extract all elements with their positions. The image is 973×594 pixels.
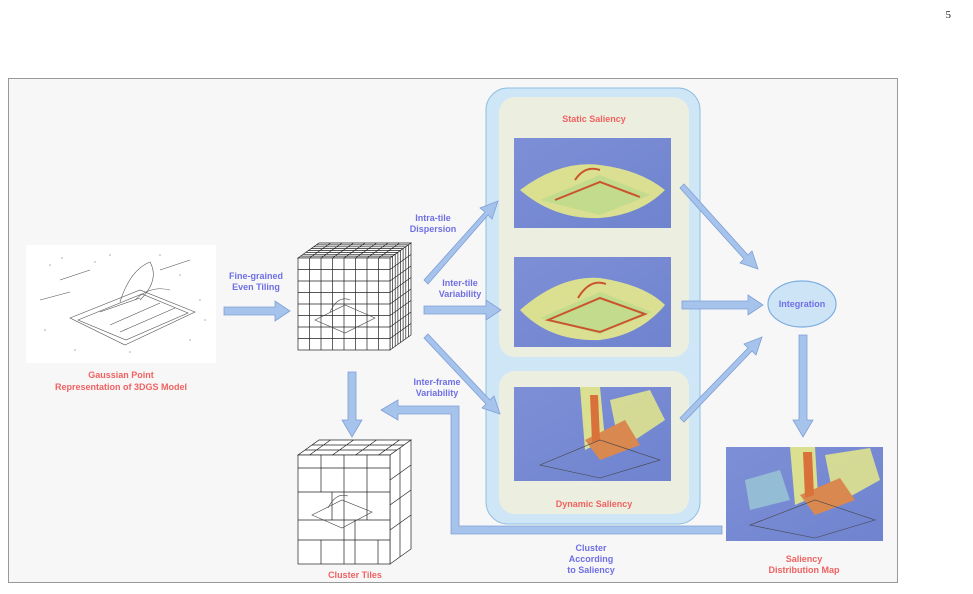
static-heatmap-2: [514, 257, 671, 347]
arrow-to-cluster-tiles: [341, 371, 363, 438]
static-heatmap-1: [514, 138, 671, 228]
label-distribution-map: Distribution Map: [769, 565, 840, 575]
arrow-tiling: [223, 300, 291, 322]
label-dispersion: Dispersion: [410, 224, 457, 234]
label-according: According: [569, 554, 614, 564]
arrow-intra-tile: [423, 200, 499, 285]
cube-side-grid: [389, 244, 412, 349]
tiled-cube: [296, 242, 413, 351]
arrow-inter-frame: [423, 333, 501, 415]
label-cluster: Cluster: [575, 543, 607, 553]
label-saliency: Saliency: [786, 554, 823, 564]
label-representation: Representation of 3DGS Model: [55, 382, 187, 392]
arrow-static1-to-integration: [679, 183, 759, 270]
label-inter-frame: Inter-frame: [413, 377, 460, 387]
label-inter-tile: Inter-tile: [442, 278, 478, 288]
integration-node: [767, 280, 837, 328]
cube-top-grid: [300, 242, 409, 259]
arrow-integration-to-map: [792, 334, 814, 438]
gaussian-point-cloud-image: [26, 245, 216, 363]
arrow-cluster-feedback: [380, 399, 723, 535]
saliency-distribution-map: [726, 447, 883, 541]
label-inter-frame-variability: Variability: [416, 388, 459, 398]
cluster-tiles-cube: [296, 439, 413, 565]
label-gaussian-point: Gaussian Point: [88, 370, 154, 380]
label-to-saliency: to Saliency: [567, 565, 615, 575]
label-inter-tile-variability: Variability: [439, 289, 482, 299]
arrow-inter-tile: [423, 299, 502, 321]
cube-front-grid: [298, 258, 390, 350]
label-static-saliency: Static Saliency: [562, 114, 626, 124]
arrow-dynamic-to-integration: [679, 336, 763, 423]
label-even-tiling: Even Tiling: [232, 282, 280, 292]
page-number: 5: [945, 9, 952, 21]
arrow-static2-to-integration: [681, 294, 764, 316]
label-intra-tile: Intra-tile: [415, 213, 451, 223]
label-fine-grained: Fine-grained: [229, 271, 283, 281]
label-dynamic-saliency: Dynamic Saliency: [556, 499, 633, 509]
label-cluster-tiles: Cluster Tiles: [328, 570, 382, 580]
label-integration: Integration: [779, 299, 826, 309]
dynamic-heatmap: [514, 387, 671, 481]
